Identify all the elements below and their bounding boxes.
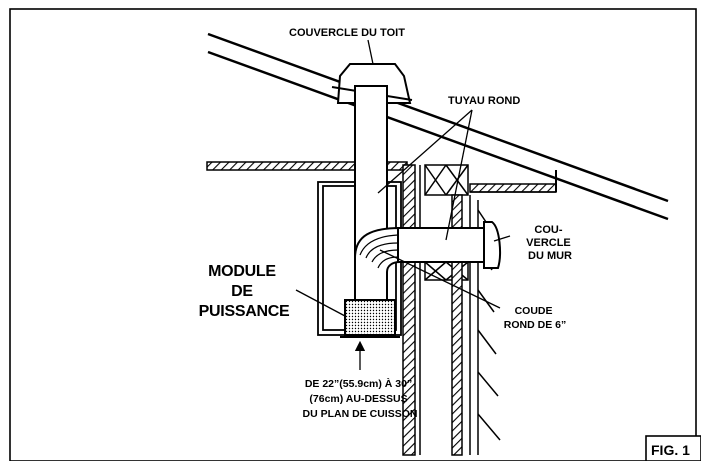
leader-lines — [295, 39, 511, 370]
wall-cap — [483, 221, 501, 269]
figure-frame — [9, 8, 697, 461]
figure-label-text: FIG. 1 — [651, 442, 690, 458]
round-elbow — [354, 226, 401, 301]
elbow-label: COUDE ROND DE 6” — [504, 305, 566, 331]
figure-label: FIG. 1 — [645, 435, 701, 461]
ceiling — [206, 161, 557, 193]
power-module-label: MODULE DE PUISSANCE — [199, 263, 290, 320]
round-duct-label: TUYAU ROND — [448, 95, 520, 107]
roof — [207, 32, 669, 221]
horizontal-duct — [397, 227, 487, 263]
wall-cap-label: COU- VERCLE DU MUR — [526, 224, 574, 262]
height-note: DE 22”(55.9cm) À 30” (76cm) AU-DESSUS DU… — [303, 377, 418, 420]
power-module — [344, 299, 396, 336]
roof-cap-label: COUVERCLE DU TOIT — [289, 27, 405, 39]
